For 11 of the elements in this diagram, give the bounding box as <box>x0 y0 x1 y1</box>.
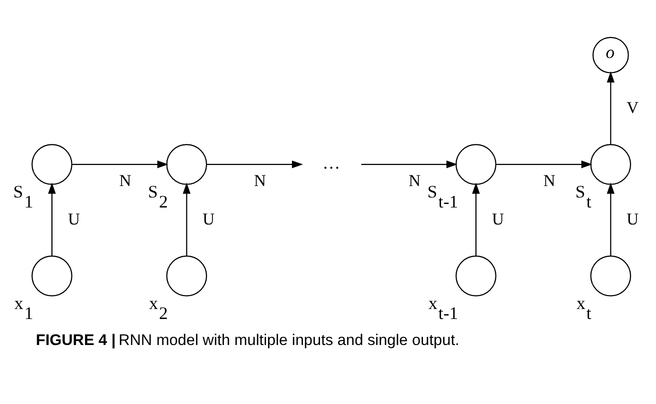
edge-label: N <box>119 170 132 190</box>
caption: FIGURE 4 | RNN model with multiple inputs and single output. <box>36 332 460 349</box>
edge-label: U <box>626 209 639 228</box>
edge-label: U <box>68 209 80 228</box>
edge-label: V <box>626 98 639 117</box>
node-text: … <box>322 152 340 172</box>
edge-label: N <box>408 170 421 190</box>
edge-label: N <box>543 170 556 190</box>
edge-label: U <box>492 209 504 228</box>
edge-label: U <box>202 209 215 228</box>
edge-label: N <box>254 170 266 190</box>
